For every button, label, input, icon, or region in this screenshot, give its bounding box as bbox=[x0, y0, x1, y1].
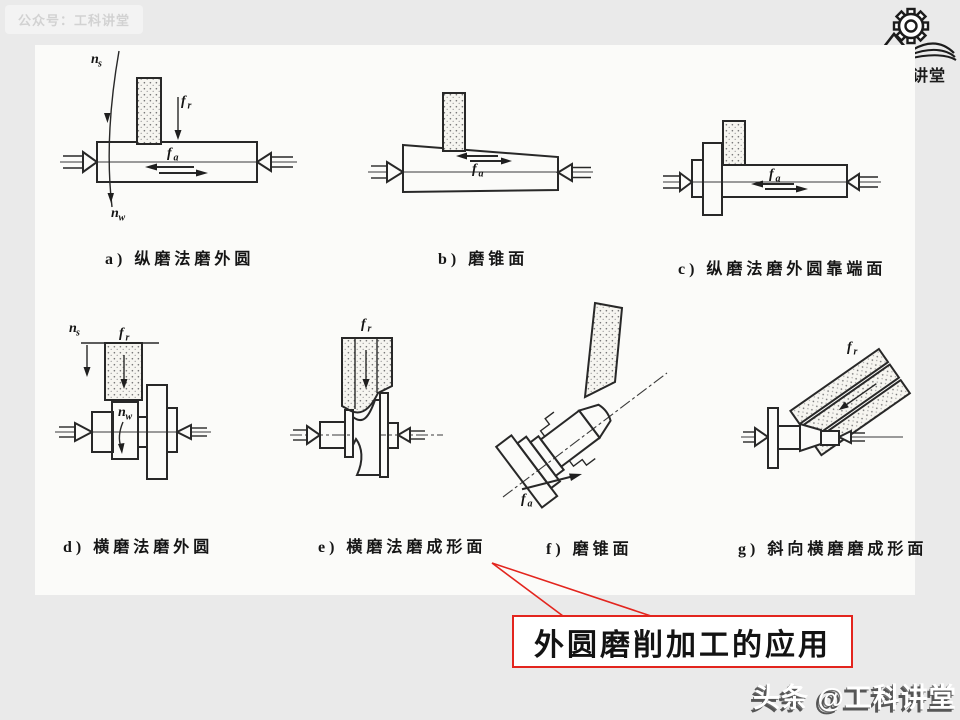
diagram-e: f r bbox=[290, 317, 443, 478]
callout-text: 外圆磨削加工的应用 bbox=[534, 628, 831, 662]
workpiece-hub bbox=[777, 425, 801, 450]
ann-nw-base: n bbox=[111, 206, 119, 221]
diagram-f: f a bbox=[494, 301, 668, 510]
center-support-right bbox=[255, 151, 293, 173]
grinding-wheel bbox=[722, 120, 746, 166]
ann-fr-base: f bbox=[361, 317, 367, 332]
center-support-left bbox=[371, 160, 405, 184]
center-support-left bbox=[63, 150, 99, 174]
wheel-speed-arrow bbox=[83, 345, 91, 377]
diagram-g: f r bbox=[741, 340, 912, 469]
center-support-right bbox=[396, 426, 425, 444]
ann-fa-base: f bbox=[521, 492, 527, 507]
center-support-left bbox=[293, 424, 322, 446]
ann-fr-base: f bbox=[119, 326, 125, 341]
center-support-left bbox=[59, 421, 95, 443]
ann-nw-sub: w bbox=[119, 213, 126, 224]
workpiece-formed bbox=[352, 399, 381, 476]
ann-fr-sub: r bbox=[854, 347, 858, 358]
diagram-d-caption: d) 横磨法磨外圆 bbox=[63, 539, 214, 556]
diagram-g-caption: g) 斜向横磨磨成形面 bbox=[738, 541, 928, 558]
ann-fr-base: f bbox=[181, 94, 187, 109]
work-rotation-arrow bbox=[118, 421, 125, 454]
ann-fr-sub: r bbox=[368, 324, 372, 335]
callout-box: 外圆磨削加工的应用 bbox=[512, 615, 853, 668]
workpiece-flange-left bbox=[344, 409, 354, 458]
workpiece-step2 bbox=[166, 407, 178, 453]
ann-ns-base: n bbox=[91, 52, 99, 67]
center-support-right bbox=[174, 423, 207, 441]
ann-fa-base: f bbox=[167, 146, 173, 161]
workpiece-disc bbox=[767, 407, 779, 469]
workpiece bbox=[96, 141, 258, 183]
ann-fr-base: f bbox=[847, 340, 853, 355]
diagram-c-caption: c) 纵磨法磨外圆靠端面 bbox=[678, 261, 887, 278]
ann-nw-base: n bbox=[118, 405, 126, 420]
ann-fa-sub: a bbox=[528, 499, 533, 510]
watermark-toutiao: 头条 @工科讲堂 bbox=[753, 683, 957, 713]
workpiece-assembly bbox=[494, 403, 612, 509]
center-support-right bbox=[836, 429, 865, 445]
diagram-b-caption: b) 磨锥面 bbox=[438, 251, 529, 268]
diagram-c: f a bbox=[663, 120, 881, 216]
workpiece bbox=[721, 164, 848, 198]
diagram-d: n s f r n w bbox=[55, 321, 211, 480]
diagram-a: n s f r f a n w bbox=[60, 50, 297, 224]
center-support-right bbox=[845, 172, 878, 192]
workpiece-step bbox=[387, 422, 399, 449]
axial-feed-arrows bbox=[456, 152, 512, 165]
workpiece-hub bbox=[691, 159, 704, 198]
ann-ns-sub: s bbox=[75, 328, 80, 339]
ann-fa-base: f bbox=[769, 167, 775, 182]
ann-fr-sub: r bbox=[188, 101, 192, 112]
workpiece bbox=[402, 143, 559, 194]
center-support-left bbox=[743, 426, 770, 448]
diagram-b: f a bbox=[368, 92, 593, 194]
ann-nw-sub: w bbox=[126, 412, 133, 423]
ann-fa-sub: a bbox=[776, 174, 781, 185]
figure-panel: n s f r f a n w bbox=[35, 45, 923, 595]
ann-fa-sub: a bbox=[479, 169, 484, 180]
radial-feed-arrow bbox=[120, 355, 128, 389]
ann-ns-base: n bbox=[69, 321, 77, 336]
ann-ns-sub: s bbox=[97, 59, 102, 70]
grinding-wheel bbox=[136, 77, 162, 145]
center-support-right bbox=[556, 162, 591, 183]
axial-feed-arrows bbox=[145, 163, 208, 177]
diagram-a-caption: a) 纵磨法磨外圆 bbox=[105, 251, 255, 268]
grinding-wheel bbox=[442, 92, 466, 152]
radial-feed-arrow bbox=[174, 97, 182, 140]
grinding-figure: n s f r f a n w bbox=[55, 50, 912, 510]
rotation-arrow bbox=[104, 50, 120, 208]
ann-fr-sub: r bbox=[126, 333, 130, 344]
axial-feed-arrow bbox=[521, 473, 582, 491]
gear-icon bbox=[892, 7, 930, 45]
center-support-left bbox=[663, 171, 694, 193]
workpiece-tip bbox=[820, 430, 840, 446]
ann-fa-sub: a bbox=[174, 153, 179, 164]
radial-feed-arrow bbox=[362, 350, 370, 389]
workpiece-flange bbox=[702, 142, 723, 216]
diagram-e-caption: e) 横磨法磨成形面 bbox=[318, 539, 487, 556]
grinding-wheel bbox=[583, 301, 624, 399]
grinding-wheel bbox=[104, 342, 143, 401]
axial-feed-arrows bbox=[751, 180, 808, 193]
diagram-f-caption: f) 磨锥面 bbox=[546, 541, 633, 558]
logo-label: 讲堂 bbox=[912, 68, 947, 85]
channel-badge: 公众号：工科讲堂 bbox=[5, 5, 144, 34]
grinding-wheel bbox=[341, 337, 393, 414]
ann-fa-base: f bbox=[472, 162, 478, 177]
